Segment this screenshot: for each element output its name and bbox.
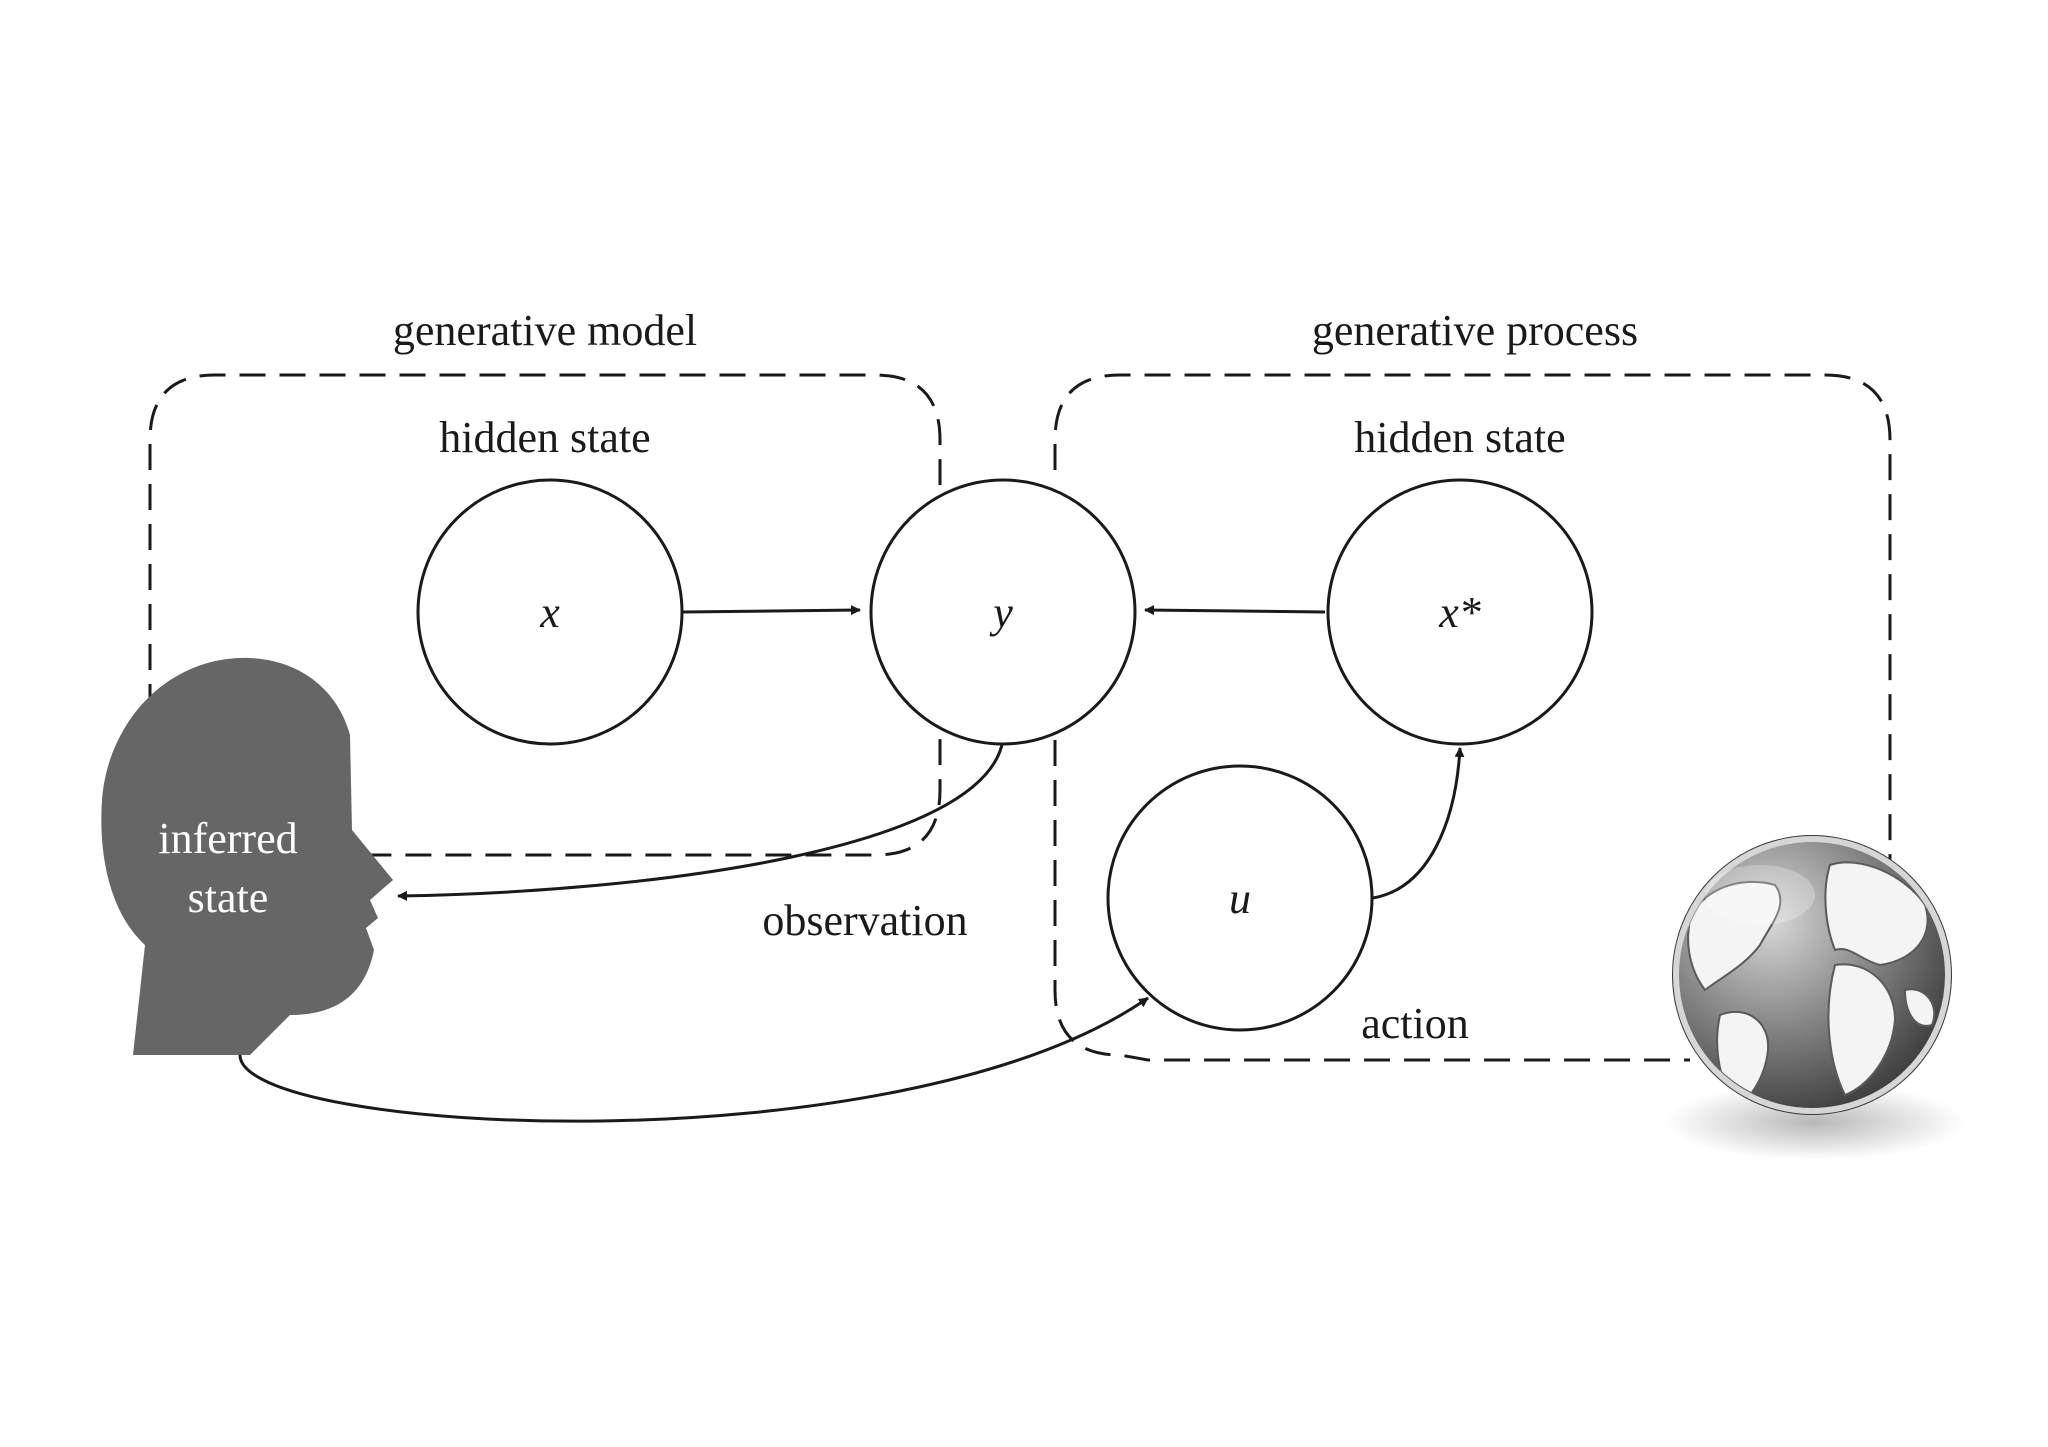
edge-x-to-y	[682, 605, 861, 616]
edge-xstar-to-y	[1144, 605, 1326, 616]
node-x	[416, 478, 684, 746]
generative-model-box	[148, 373, 942, 857]
world-globe-icon	[1665, 835, 1965, 1160]
action-label: action	[1361, 999, 1469, 1048]
node-y-label: y	[989, 588, 1013, 637]
inferred-state-label-line2: state	[188, 873, 269, 922]
generative-model-title: generative model	[393, 306, 697, 355]
node-y	[869, 478, 1137, 746]
generative-process-title: generative process	[1312, 306, 1638, 355]
hidden-state-model-label: hidden state	[439, 413, 650, 462]
node-x-label: x	[539, 588, 560, 637]
node-u	[1106, 764, 1374, 1032]
generative-process-box	[1053, 373, 1892, 880]
inferred-state-label-line1: inferred	[158, 814, 297, 863]
edge-action	[238, 996, 1149, 1123]
edge-u-to-xstar	[1372, 747, 1465, 900]
node-x-star-label: x*	[1438, 588, 1481, 637]
generative-process-box-lower	[1053, 740, 1690, 1062]
observation-label: observation	[762, 896, 967, 945]
hidden-state-process-label: hidden state	[1354, 413, 1565, 462]
node-x-star	[1326, 478, 1594, 746]
edge-y-observation	[397, 739, 1005, 901]
human-head-silhouette-icon: inferred state	[101, 657, 393, 1055]
node-u-label: u	[1229, 874, 1251, 923]
